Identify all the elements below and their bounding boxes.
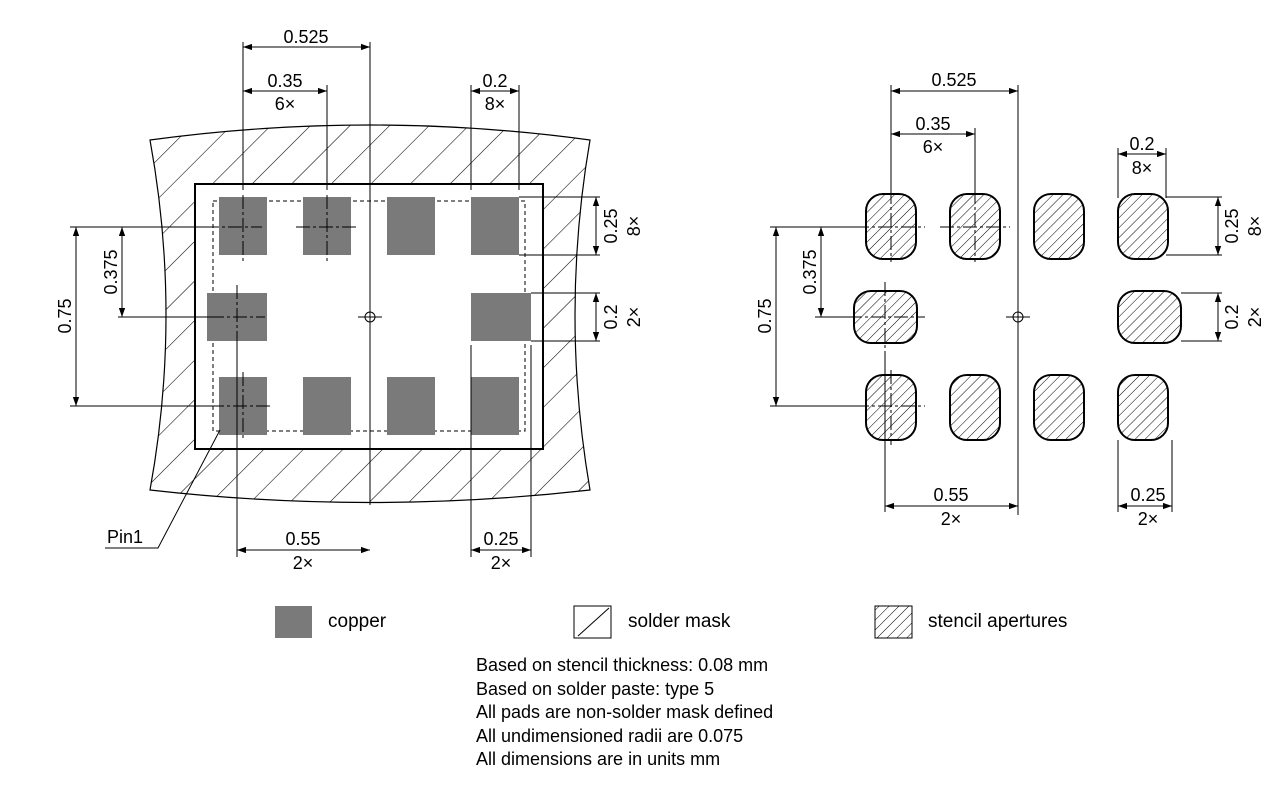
dim-pad-width-count: 6× [275, 94, 296, 114]
dim-pad-width-count: 6× [923, 137, 944, 157]
copper-pad [471, 377, 519, 435]
note-line: Based on solder paste: type 5 [476, 678, 715, 699]
stencil-aperture [949, 374, 1001, 441]
dim-pitch-x: 0.525 [931, 70, 976, 90]
stencil-aperture [1117, 290, 1182, 344]
dim-pad-height-count: 8× [1245, 216, 1265, 237]
dim-side-pad-height-count: 2× [1245, 307, 1265, 328]
dim-side-pad-height-count: 2× [624, 307, 644, 328]
dim-half-row: 0.375 [800, 249, 820, 294]
note-line: Based on stencil thickness: 0.08 mm [476, 655, 769, 675]
dim-row-span: 0.75 [55, 298, 75, 333]
note-line: All pads are non-solder mask defined [476, 702, 774, 722]
extension-lines [770, 85, 1222, 515]
copper-pad [303, 377, 351, 435]
legend: copper solder mask stencil apertures [275, 605, 1067, 639]
right-view: 0.525 0.35 6× 0.2 8× 0.25 8× 0.2 2× 0.75… [755, 70, 1265, 529]
dim-pad-width: 0.35 [267, 71, 302, 91]
dim-side-pad-height: 0.2 [601, 304, 621, 329]
pin1-leader [105, 429, 221, 549]
legend-stencil-label: stencil apertures [928, 611, 1067, 632]
dim-col-span: 0.55 [933, 485, 968, 505]
copper-pad [471, 197, 519, 255]
notes-block: Based on stencil thickness: 0.08 mm Base… [476, 654, 773, 772]
dim-pad-height: 0.25 [1222, 208, 1242, 243]
legend-copper-label: copper [328, 611, 387, 632]
dimension-lines [72, 43, 600, 554]
dim-col-span-count: 2× [941, 509, 962, 529]
dim-side-width-count: 2× [1138, 509, 1159, 529]
extension-lines [70, 42, 600, 557]
pin1-label: Pin1 [107, 527, 143, 547]
stencil-aperture [865, 374, 917, 441]
dim-pitch-x: 0.525 [283, 27, 328, 47]
note-line: All undimensioned radii are 0.075 [476, 725, 744, 746]
stencil-aperture [1117, 374, 1169, 441]
copper-pad [387, 197, 435, 255]
dim-pad-height: 0.25 [601, 208, 621, 243]
dim-row-span: 0.75 [755, 298, 775, 333]
dim-side-width-count: 2× [491, 553, 512, 573]
aperture-centerlines [848, 190, 1010, 445]
stencil-aperture [1033, 374, 1085, 441]
dimension-lines [772, 87, 1222, 510]
legend-solder-mask-label: solder mask [628, 611, 731, 632]
dim-half-row: 0.375 [101, 249, 121, 294]
note-line: All dimensions are in units mm [476, 749, 721, 769]
stencil-aperture [1117, 193, 1169, 260]
copper-pad [471, 293, 531, 341]
stencil-aperture [1033, 193, 1085, 260]
dim-pad-height-count: 8× [624, 216, 644, 237]
legend-copper-swatch [275, 606, 312, 638]
dim-pad-width-small: 0.2 [1129, 134, 1154, 154]
dim-pad-width-small: 0.2 [482, 71, 507, 91]
dim-col-span: 0.55 [285, 529, 320, 549]
dim-col-span-count: 2× [293, 553, 314, 573]
dim-pad-width: 0.35 [915, 114, 950, 134]
dim-side-width: 0.25 [483, 529, 518, 549]
legend-stencil-swatch [874, 605, 913, 639]
dim-pad-width-small-count: 8× [1132, 158, 1153, 178]
dim-side-pad-height: 0.2 [1222, 304, 1242, 329]
pad-centerlines [205, 195, 358, 440]
left-view: 0.525 0.35 6× 0.2 8× 0.25 8× 0.2 2× 0.75… [55, 27, 644, 573]
copper-pad [387, 377, 435, 435]
dim-side-width: 0.25 [1130, 485, 1165, 505]
dim-pad-width-small-count: 8× [485, 94, 506, 114]
